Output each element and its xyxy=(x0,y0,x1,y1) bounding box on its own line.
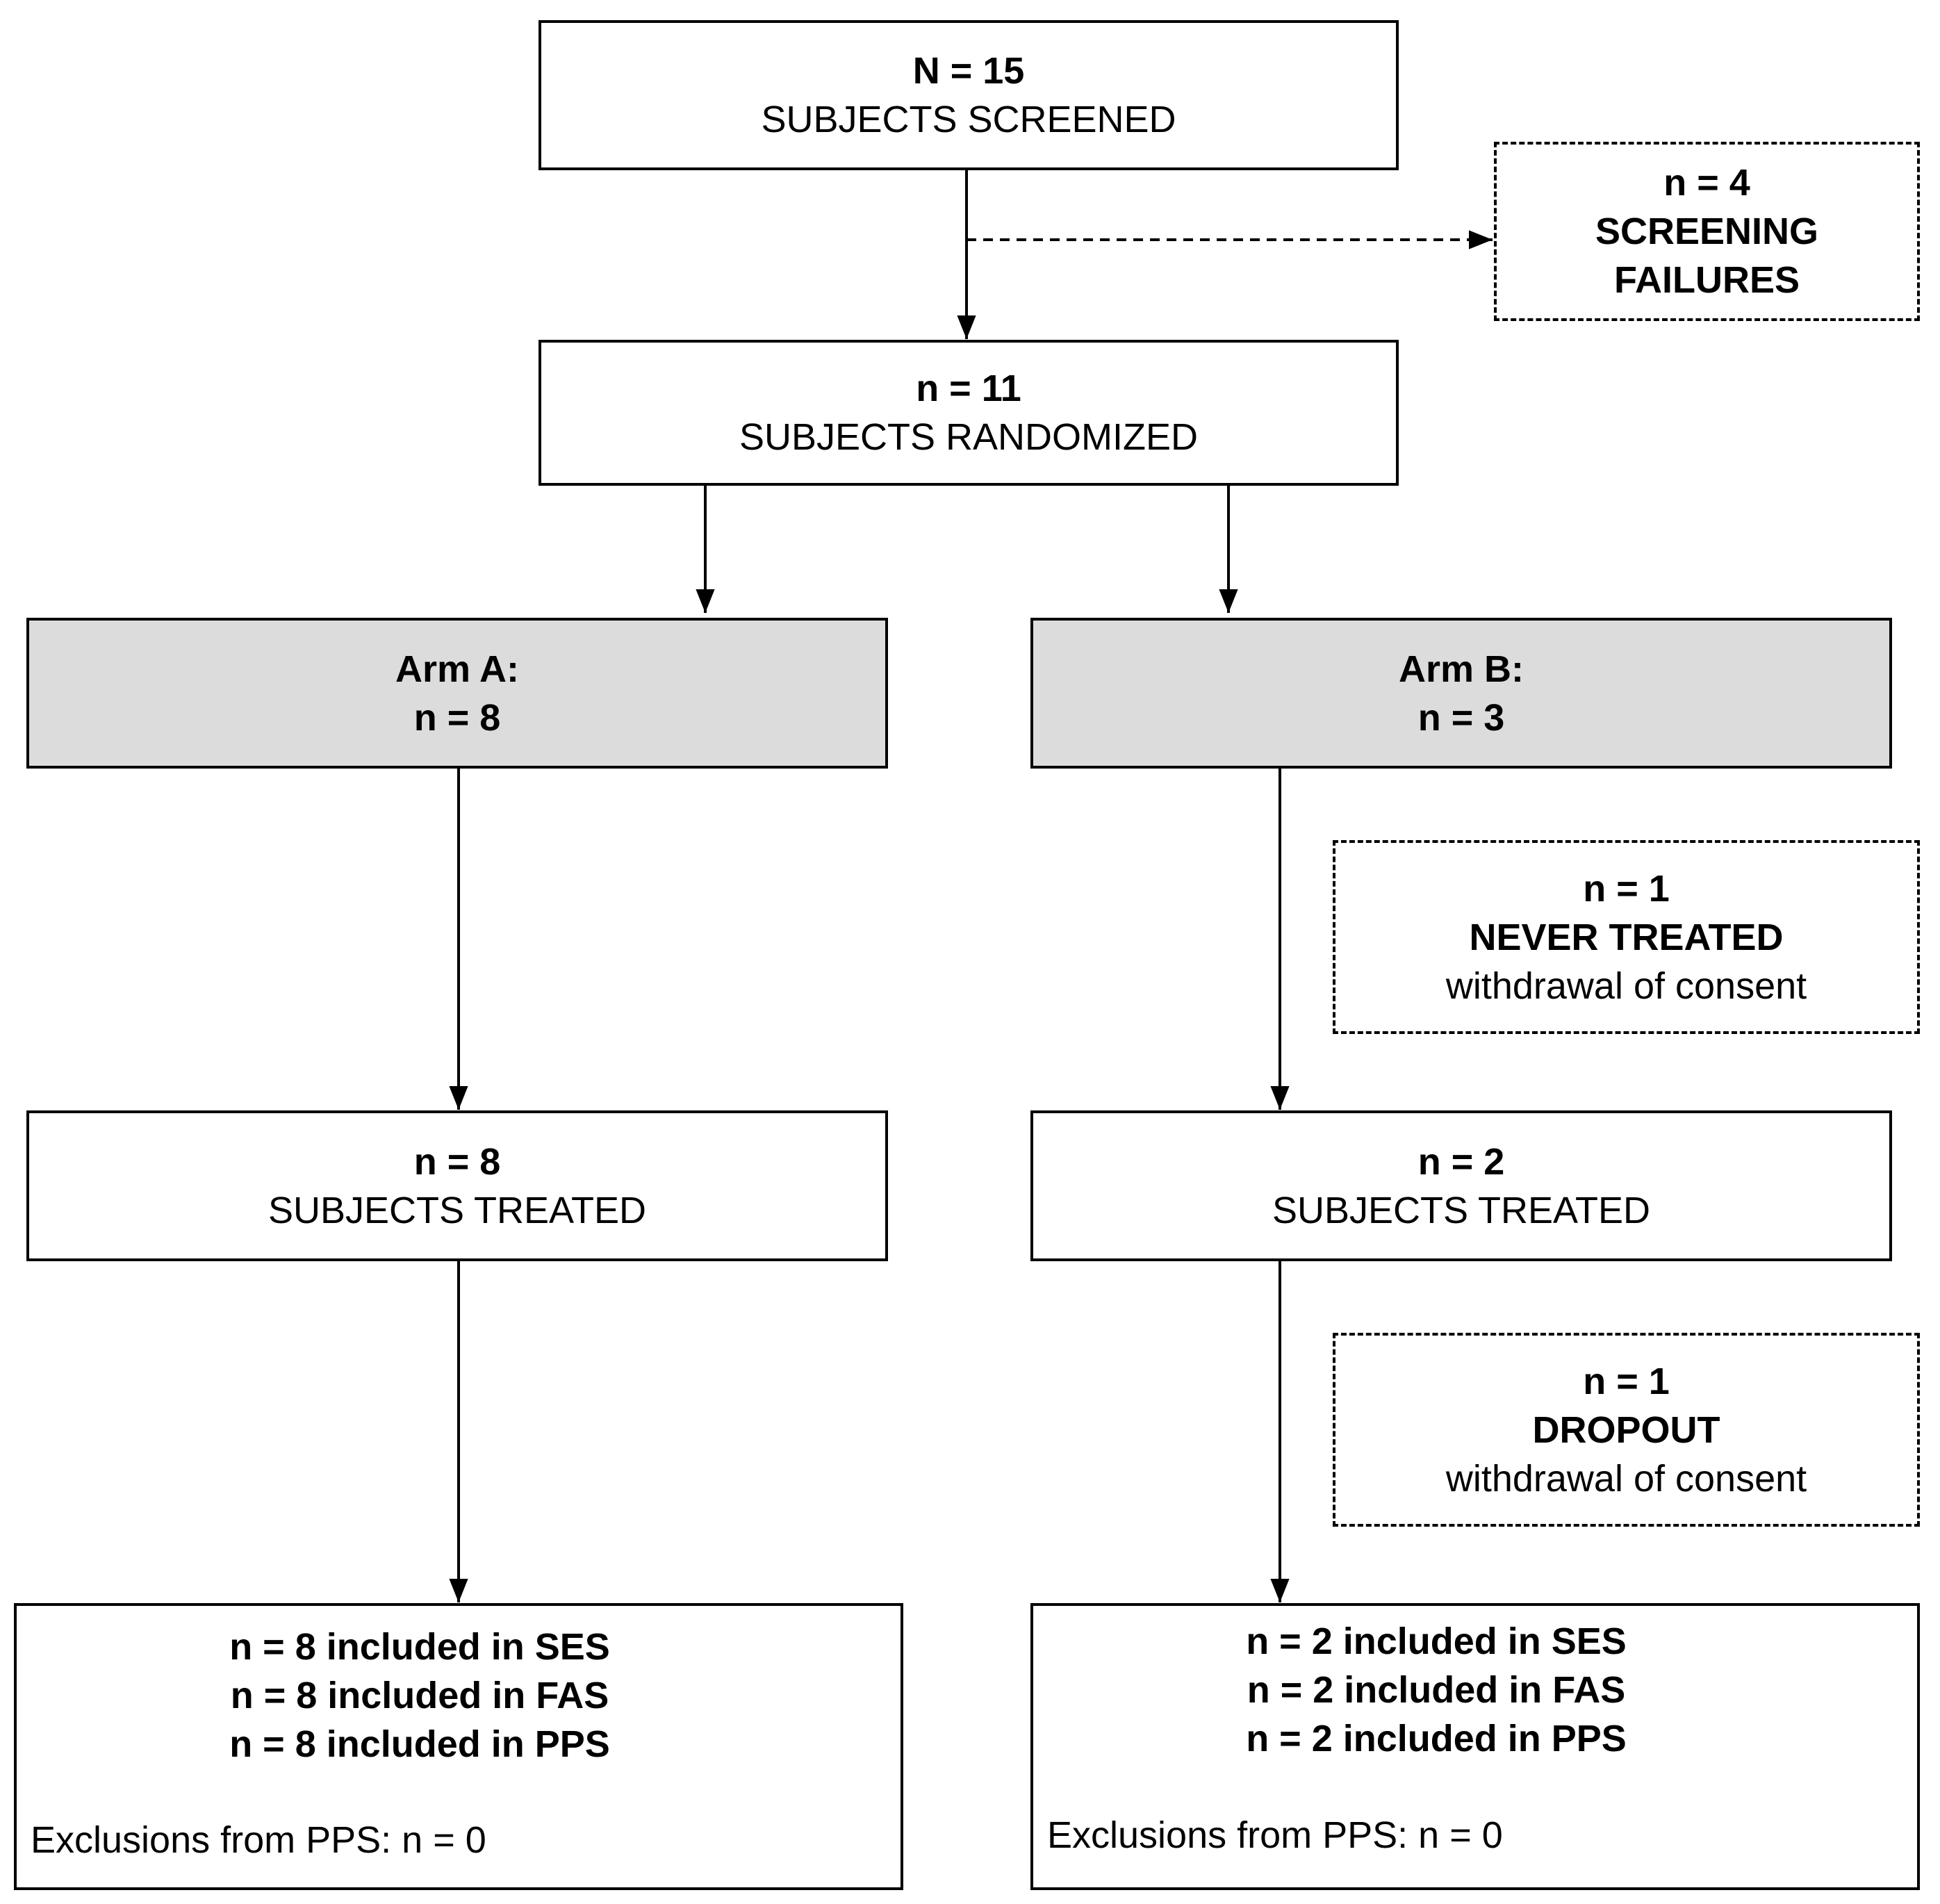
arm-b-analysis-box: n = 2 included in SES n = 2 included in … xyxy=(1030,1603,1920,1890)
arm-a-treated-box: n = 8 SUBJECTS TREATED xyxy=(26,1110,888,1261)
dropout-reason: withdrawal of consent xyxy=(1445,1457,1807,1500)
arm-b-treated-label: SUBJECTS TREATED xyxy=(1272,1189,1651,1231)
arm-b-treated-box: n = 2 SUBJECTS TREATED xyxy=(1030,1110,1892,1261)
randomized-count: n = 11 xyxy=(916,368,1021,409)
arm-a-treated-label: SUBJECTS TREATED xyxy=(268,1189,647,1231)
never-treated-box: n = 1 NEVER TREATED withdrawal of consen… xyxy=(1333,840,1920,1034)
arm-b-box: Arm B: n = 3 xyxy=(1030,618,1892,769)
arm-b-ses: n = 2 included in SES xyxy=(1246,1620,1627,1662)
arm-a-box: Arm A: n = 8 xyxy=(26,618,888,769)
screening-failures-box: n = 4 SCREENING FAILURES xyxy=(1494,142,1920,321)
arm-b-exclusions: Exclusions from PPS: n = 0 xyxy=(1047,1814,1503,1856)
never-treated-count: n = 1 xyxy=(1583,867,1670,910)
screening-failures-label-2: FAILURES xyxy=(1613,259,1800,301)
arm-a-pps: n = 8 included in PPS xyxy=(229,1723,610,1765)
dropout-count: n = 1 xyxy=(1583,1360,1670,1402)
arm-b-pps: n = 2 included in PPS xyxy=(1246,1718,1627,1759)
arm-a-exclusions: Exclusions from PPS: n = 0 xyxy=(31,1819,486,1861)
screened-count: N = 15 xyxy=(912,50,1025,92)
randomized-box: n = 11 SUBJECTS RANDOMIZED xyxy=(539,340,1399,486)
dropout-label: DROPOUT xyxy=(1532,1409,1720,1451)
randomized-label: SUBJECTS RANDOMIZED xyxy=(739,416,1199,458)
arm-a-analysis-lines: n = 8 included in SES n = 8 included in … xyxy=(17,1623,823,1768)
screening-failures-count: n = 4 xyxy=(1663,162,1750,204)
screened-label: SUBJECTS SCREENED xyxy=(761,99,1176,140)
arm-a-treated-count: n = 8 xyxy=(413,1140,501,1183)
arm-b-title: Arm B: xyxy=(1398,648,1524,690)
arm-a-ses: n = 8 included in SES xyxy=(229,1626,610,1668)
never-treated-reason: withdrawal of consent xyxy=(1445,965,1807,1007)
dropout-box: n = 1 DROPOUT withdrawal of consent xyxy=(1333,1333,1920,1527)
arm-b-analysis-lines: n = 2 included in SES n = 2 included in … xyxy=(1033,1617,1839,1763)
never-treated-label: NEVER TREATED xyxy=(1469,916,1784,958)
arm-a-analysis-box: n = 8 included in SES n = 8 included in … xyxy=(14,1603,903,1890)
arm-b-count: n = 3 xyxy=(1417,696,1505,739)
arm-b-treated-count: n = 2 xyxy=(1417,1140,1505,1183)
screening-failures-label-1: SCREENING xyxy=(1595,211,1819,252)
arm-a-count: n = 8 xyxy=(413,696,501,739)
arm-b-fas: n = 2 included in FAS xyxy=(1247,1669,1626,1711)
arm-a-title: Arm A: xyxy=(395,648,519,690)
arm-a-fas: n = 8 included in FAS xyxy=(230,1675,609,1716)
screened-box: N = 15 SUBJECTS SCREENED xyxy=(539,20,1399,170)
